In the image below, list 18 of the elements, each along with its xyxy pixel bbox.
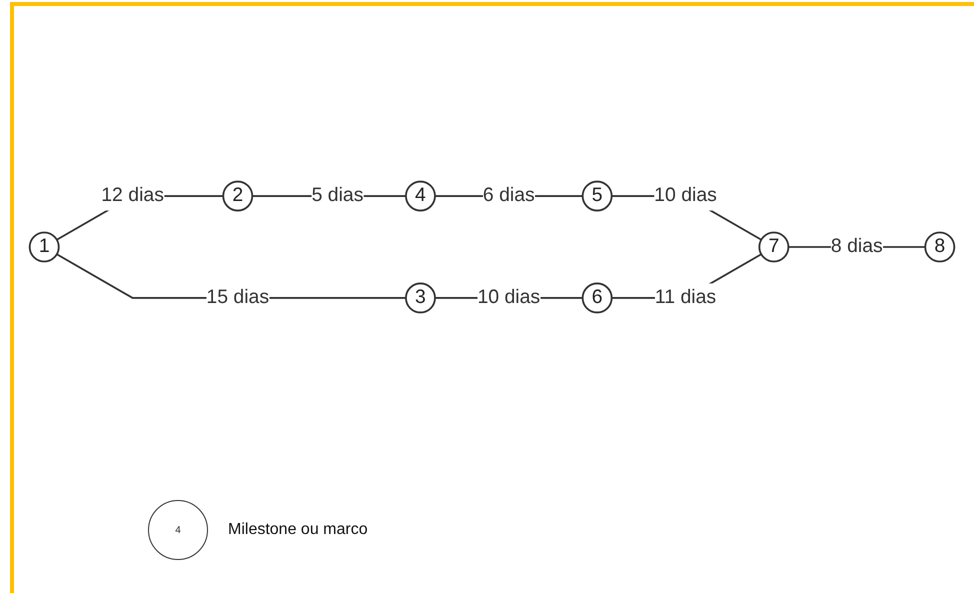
edge-label: 11 dias: [654, 287, 716, 308]
edge-label: 8 dias: [830, 236, 883, 257]
edge-label: 10 dias: [654, 185, 717, 206]
node-circle: 2: [222, 180, 254, 212]
node-circle: 7: [758, 232, 790, 262]
node-circle: 5: [582, 180, 613, 212]
node-circle: 4: [405, 180, 436, 212]
edge-label: 10 dias: [477, 287, 540, 308]
node-circle: 8: [924, 232, 956, 262]
edge-label: 12 dias: [101, 185, 164, 206]
edge-label: 15 dias: [206, 287, 270, 308]
milestone-circle: 4: [148, 500, 208, 560]
node-circle: 1: [28, 232, 60, 262]
edge-label: 6 dias: [482, 185, 535, 206]
legend-text: Milestone ou marco: [228, 521, 368, 539]
node-circle: 6: [582, 282, 613, 314]
node-circle: 3: [405, 282, 436, 314]
edge-label: 5 dias: [312, 185, 364, 206]
